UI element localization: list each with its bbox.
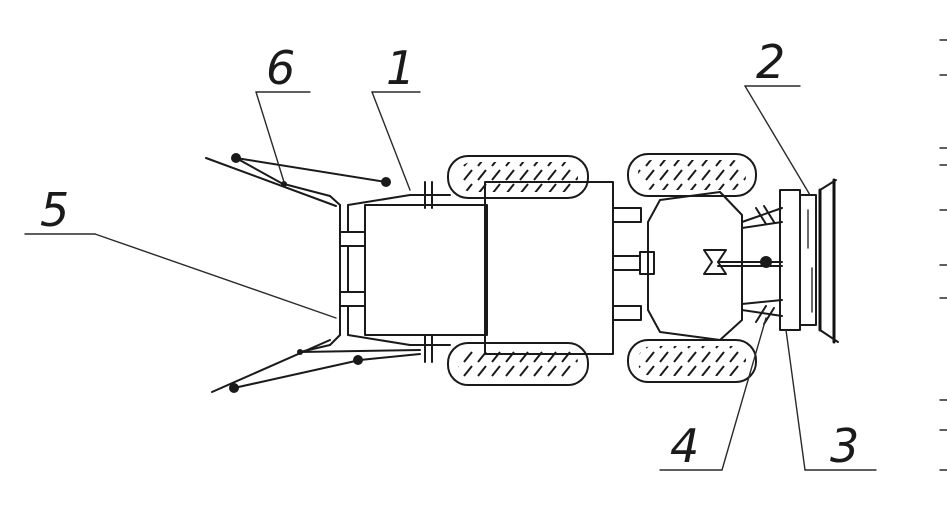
- label-1: 1: [386, 41, 415, 95]
- rear-plough: [205, 157, 421, 393]
- right-edge-ticks: [939, 39, 947, 471]
- cab-body: [484, 181, 614, 355]
- front-wheel-top: [627, 153, 757, 197]
- label-4: 4: [670, 419, 699, 473]
- rear-wheel-top: [447, 155, 589, 199]
- plough-joints: [229, 153, 391, 393]
- front-wheel-bottom: [627, 339, 757, 383]
- front-linkage: [717, 205, 783, 325]
- engine-connectors: [612, 207, 655, 321]
- front-blade: [779, 178, 839, 344]
- rear-axle: [409, 181, 451, 363]
- label-6: 6: [266, 41, 295, 95]
- hydraulic-cylinder: [703, 249, 772, 275]
- engine-block: [647, 191, 743, 341]
- label-2: 2: [756, 35, 785, 89]
- rear-wheel-bottom: [447, 342, 589, 386]
- leader-lines: [24, 85, 877, 471]
- label-5: 5: [40, 183, 69, 237]
- rear-body: [364, 204, 488, 336]
- label-3: 3: [830, 419, 859, 473]
